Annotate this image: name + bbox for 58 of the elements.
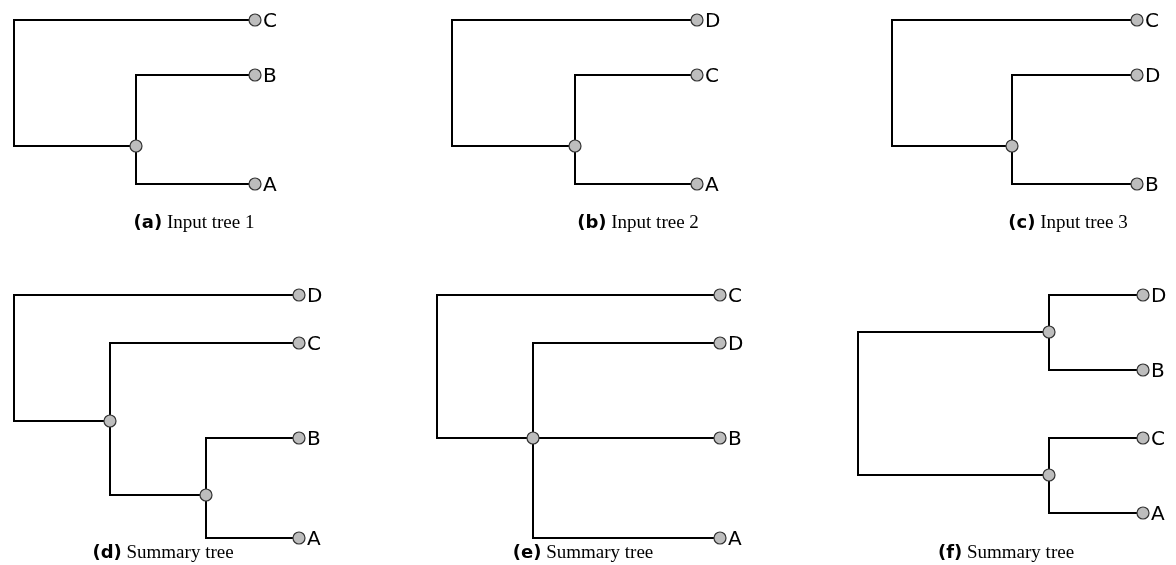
tree-branch <box>891 19 1132 147</box>
leaf-label: B <box>263 64 277 86</box>
panel-caption: (d) Summary tree <box>92 541 234 563</box>
tree-branch <box>857 331 1044 476</box>
leaf-label: A <box>1151 502 1165 524</box>
tree-branch <box>532 443 715 539</box>
leaf-label: A <box>307 527 321 549</box>
leaf-label: B <box>728 427 742 449</box>
leaf-label: B <box>307 427 321 449</box>
panel-caption: (a) Input tree 1 <box>133 211 255 233</box>
leaf-label: A <box>263 173 277 195</box>
tree-branch <box>1011 74 1132 141</box>
tree-branch <box>1048 437 1138 470</box>
tree-branch <box>205 500 294 539</box>
leaf-label: D <box>1151 284 1167 306</box>
node-circle <box>1042 468 1056 482</box>
panel-caption: (e) Summary tree <box>512 541 654 563</box>
node-circle <box>526 431 540 445</box>
node-circle <box>129 139 143 153</box>
leaf-label: D <box>1145 64 1161 86</box>
tree-branch <box>205 437 294 490</box>
panel-caption: (f) Summary tree <box>937 541 1075 563</box>
leaf-label: C <box>263 9 277 31</box>
tree-branch <box>1048 480 1138 514</box>
node-circle <box>1042 325 1056 339</box>
tree-branch <box>1011 151 1132 185</box>
tree-branch <box>13 19 250 147</box>
leaf-label: B <box>1145 173 1159 195</box>
tree-branch <box>532 342 715 433</box>
node-circle <box>1005 139 1019 153</box>
tree-branch <box>13 294 294 422</box>
leaf-label: C <box>1151 427 1165 449</box>
tree-branch <box>538 437 715 439</box>
leaf-label: D <box>728 332 744 354</box>
tree-branch <box>574 151 692 185</box>
panel-caption: (c) Input tree 3 <box>1008 211 1128 233</box>
tree-branch <box>109 426 201 496</box>
leaf-label: D <box>307 284 323 306</box>
leaf-label: D <box>705 9 721 31</box>
tree-branch <box>436 294 715 439</box>
leaf-label: C <box>705 64 719 86</box>
leaf-label: A <box>705 173 719 195</box>
leaf-label: C <box>307 332 321 354</box>
node-circle <box>568 139 582 153</box>
node-circle <box>103 414 117 428</box>
tree-branch <box>1048 337 1138 371</box>
panel-caption: (b) Input tree 2 <box>577 211 699 233</box>
tree-branch <box>135 151 250 185</box>
tree-branch <box>574 74 692 141</box>
tree-branch <box>135 74 250 141</box>
node-circle <box>199 488 213 502</box>
leaf-label: A <box>728 527 742 549</box>
tree-branch <box>1048 294 1138 327</box>
leaf-label: C <box>728 284 742 306</box>
tree-branch <box>109 342 294 416</box>
tree-branch <box>451 19 692 147</box>
leaf-label: C <box>1145 9 1159 31</box>
leaf-label: B <box>1151 359 1165 381</box>
